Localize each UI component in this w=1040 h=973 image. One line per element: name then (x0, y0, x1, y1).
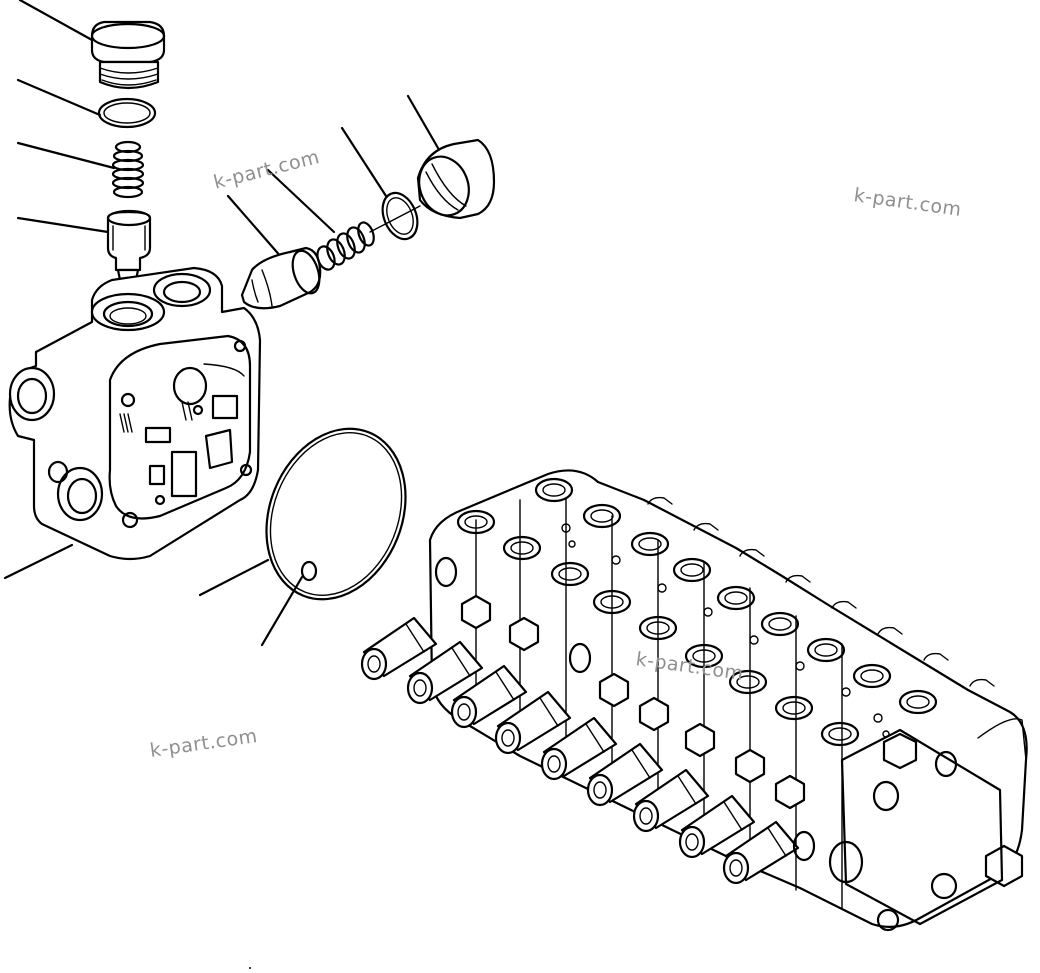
spool-tops (647, 496, 995, 687)
o-ring-side (381, 191, 419, 241)
small-o-ring (300, 560, 318, 582)
leader-lines (3, 0, 440, 647)
leader-line-valve-body (3, 543, 74, 580)
leader-line-small-o-ring (260, 575, 304, 647)
pilot-holes (561, 523, 890, 738)
poppet-top (106, 209, 152, 284)
leader-line-spring-top (16, 141, 116, 170)
leader-line-spring-side (266, 168, 336, 234)
plug-side (416, 138, 496, 220)
leader-line-o-ring-top (16, 78, 102, 117)
leader-line-plug (18, 0, 94, 42)
leader-line-poppet-side (226, 194, 284, 260)
o-ring-top (97, 97, 157, 129)
stray-dot (249, 967, 251, 969)
leader-line-plug-side (406, 94, 440, 150)
control-valve-assembly (360, 469, 1028, 932)
valve-section-body (8, 266, 262, 561)
large-o-ring (265, 427, 407, 601)
spring-top (111, 140, 145, 199)
plug-top (90, 20, 166, 90)
leader-line-large-o-ring (198, 558, 270, 597)
poppet-side (240, 246, 322, 310)
end-plate (828, 718, 1027, 932)
axis-line-side (369, 205, 421, 233)
hex-plugs (460, 594, 1024, 888)
side-ports (434, 556, 816, 862)
leader-line-o-ring-side (340, 126, 388, 198)
spool-caps (360, 616, 800, 885)
top-ports (456, 477, 938, 747)
leader-line-poppet-top (16, 216, 110, 234)
spring-side (316, 221, 375, 271)
